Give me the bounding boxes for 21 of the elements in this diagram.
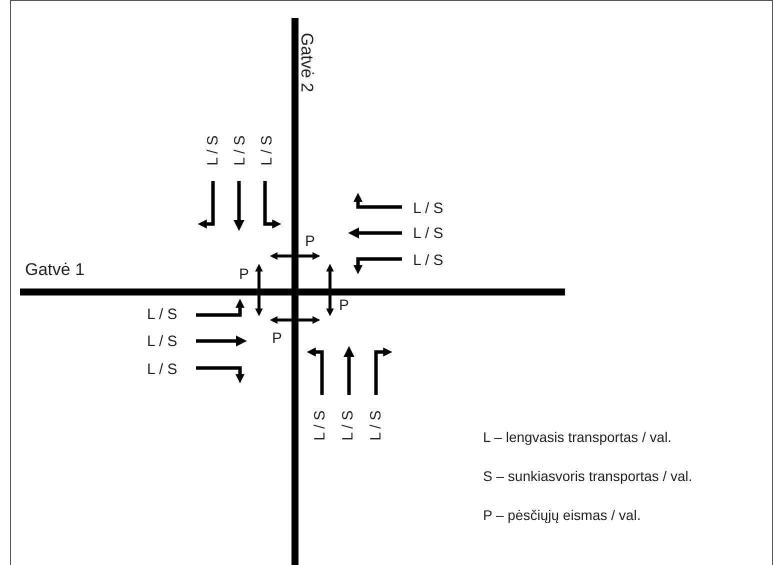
legend-entry: L – lengvasis transportas / val. [483,430,672,444]
traffic-label: L / S [413,252,444,268]
traffic-label: L / S [413,200,444,216]
pedestrian-label: P [339,298,350,312]
pedestrian-label: P [272,330,282,346]
traffic-label: L / S [147,334,178,348]
traffic-label: L / S [340,410,356,440]
legend-entry: P – pėsčiųjų eismas / val. [483,508,641,522]
traffic-label: L / S [147,306,178,322]
traffic-label: L / S [232,134,248,166]
pedestrian-label: P [305,234,316,248]
legend-entry: S – sunkiasvoris transportas / val. [483,469,692,483]
street-name: Gatvė 2 [298,32,316,92]
traffic-label: L / S [206,134,221,166]
pedestrian-label: P [239,266,250,282]
street-name: Gatvė 1 [25,260,85,278]
traffic-label: L / S [147,362,178,376]
traffic-label: L / S [260,134,275,166]
traffic-label: L / S [413,226,444,240]
traffic-label: L / S [312,410,328,440]
traffic-label: L / S [368,410,384,440]
